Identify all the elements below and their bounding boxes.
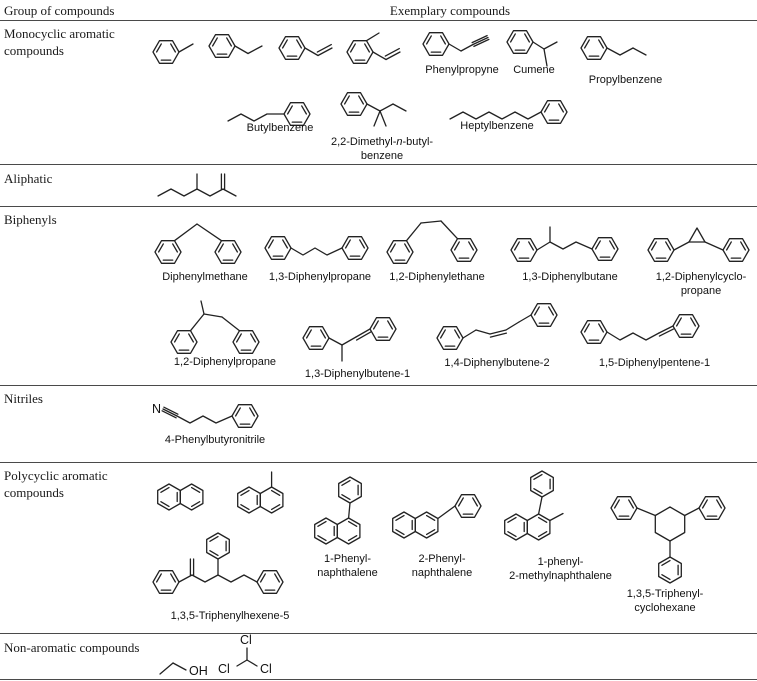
chloroform-cl-top-label: Cl	[240, 633, 252, 647]
styrene-structure	[276, 28, 338, 79]
group-polycyclic: Polycyclic aromatic compounds	[4, 468, 108, 500]
group-biphenyls: Biphenyls	[4, 212, 57, 227]
phenylpropyne-structure	[420, 28, 502, 73]
diphenylcyclopropane-1-2-structure	[645, 216, 753, 273]
diphenylethane-1-2-structure	[384, 214, 490, 275]
diphenylbutane-1-3-label: 1,3-Diphenylbutane	[522, 271, 618, 283]
diphenylpropane-1-3-label: 1,3-Diphenylpropane	[268, 271, 372, 283]
triphenylhexene-structure	[150, 528, 290, 611]
group-nitriles: Nitriles	[4, 391, 43, 406]
row-divider	[0, 206, 757, 207]
diphenylbutene-1-4-structure	[434, 298, 564, 361]
phenylnaphthalene-1-structure	[308, 474, 386, 555]
chloroform-cl-left-label: Cl	[218, 662, 230, 676]
toluene-structure	[150, 30, 196, 75]
diphenylethane-1-2-label: 1,2-Diphenylethane	[389, 271, 485, 283]
group-aliphatic: Aliphatic	[4, 171, 53, 186]
cumene-label: Cumene	[513, 64, 555, 76]
diphenylpropane-1-2-label: 1,2-Diphenylpropane	[173, 356, 277, 368]
methylstyrene-structure	[344, 24, 418, 87]
phenylbutyronitrile-structure: N	[150, 392, 268, 447]
phenyl-methylnaphthalene-structure	[502, 468, 602, 551]
diphenylpentene-1-5-structure	[578, 302, 706, 363]
phenyl-methylnaphthalene-label: 1-phenyl-2-methylnaphthalene	[509, 556, 612, 582]
phenylnaphthalene-2-label: 2-Phenyl-naphthalene	[411, 553, 473, 579]
phenylnaphthalene-2-structure	[390, 488, 490, 549]
butylbenzene-structure	[225, 96, 317, 139]
diphenylpropane-1-3-structure	[262, 226, 374, 273]
nitrile-nitrogen-label: N	[152, 402, 161, 416]
group-nonaromatic: Non-aromatic compounds	[4, 640, 140, 655]
column-header-compounds: Exemplary compounds	[389, 3, 511, 18]
naphthalene-structure	[155, 480, 207, 521]
diphenylcyclopropane-1-2-label: 1,2-Diphenylcyclo-propane	[655, 271, 747, 297]
butylbenzene-label: Butylbenzene	[246, 122, 314, 134]
ethanol-oh-label: OH	[189, 664, 208, 678]
branched-alkene-structure	[155, 166, 245, 209]
diphenylpropane-1-2-structure	[168, 300, 272, 365]
propylbenzene-label: Propylbenzene	[588, 74, 663, 86]
triphenylcyclohexane-structure	[600, 462, 734, 593]
diphenylbutene-1-3-label: 1,3-Diphenylbutene-1	[304, 368, 411, 380]
triphenylcyclohexane-label: 1,3,5-Triphenyl-cyclohexane	[626, 588, 704, 614]
group-monocyclic: Monocyclic aromatic compounds	[4, 26, 115, 58]
phenylnaphthalene-1-label: 1-Phenyl-naphthalene	[317, 553, 378, 579]
methylnaphthalene-structure	[235, 468, 287, 523]
diphenylbutane-1-3-structure	[508, 216, 622, 273]
dimethylbutylbenzene-structure	[338, 88, 424, 145]
ethanol-structure: OH	[156, 650, 216, 681]
dimethylbutylbenzene-label: 2,2-Dimethyl-n-butyl-benzene	[330, 136, 434, 162]
row-divider	[0, 164, 757, 165]
phenylpropyne-label: Phenylpropyne	[425, 64, 499, 76]
row-divider	[0, 385, 757, 386]
heptylbenzene-structure	[447, 94, 577, 137]
row-divider	[0, 679, 757, 680]
phenylbutyronitrile-label: 4-Phenylbutyronitrile	[164, 434, 266, 446]
triphenylhexene-label: 1,3,5-Triphenylhexene-5	[170, 610, 290, 622]
ethylbenzene-structure	[206, 30, 266, 81]
chloroform-cl-right-label: Cl	[260, 662, 272, 676]
propylbenzene-structure	[578, 32, 664, 79]
diphenylpentene-1-5-label: 1,5-Diphenylpentene-1	[598, 357, 711, 369]
diphenylmethane-label: Diphenylmethane	[162, 271, 248, 283]
row-divider	[0, 633, 757, 634]
column-header-group: Group of compounds	[4, 3, 115, 18]
chloroform-structure: Cl Cl Cl	[216, 632, 280, 681]
row-divider	[0, 20, 757, 21]
heptylbenzene-label: Heptylbenzene	[460, 120, 534, 132]
diphenylbutene-1-3-structure	[300, 304, 400, 369]
diphenylmethane-structure	[152, 214, 246, 275]
cumene-structure	[504, 26, 562, 77]
diphenylbutene-1-4-label: 1,4-Diphenylbutene-2	[444, 357, 550, 369]
row-divider	[0, 462, 757, 463]
